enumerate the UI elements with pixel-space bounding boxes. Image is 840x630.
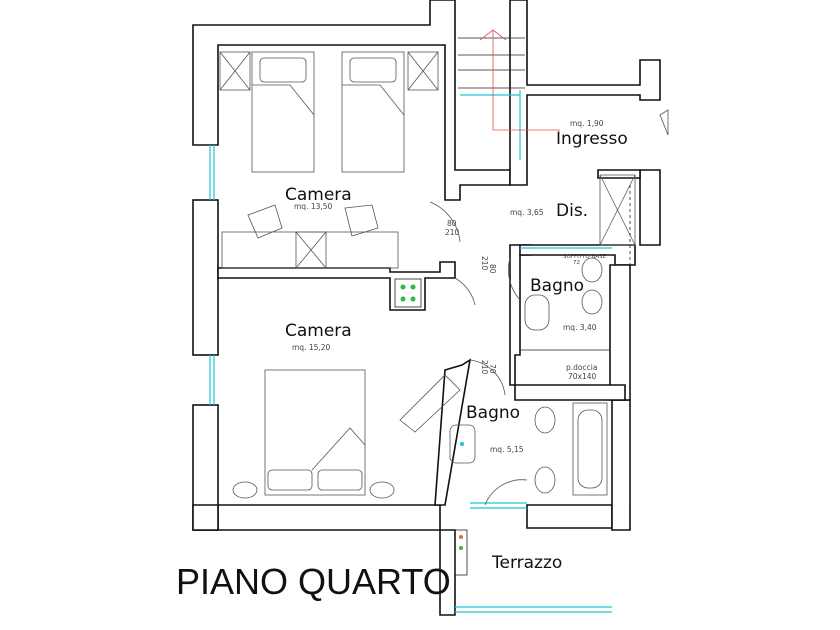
camera-bottom-furniture <box>232 277 476 499</box>
camera-bottom-name: Camera <box>285 321 352 341</box>
camera-top-name: Camera <box>285 185 352 205</box>
ingresso-area: mq. 1,90 <box>570 119 604 128</box>
terrazzo-details <box>454 529 468 576</box>
windows <box>209 90 612 613</box>
walls <box>192 0 661 616</box>
dis-name: Dis. <box>556 201 588 221</box>
bagno-left-area: mq. 5,15 <box>490 445 524 454</box>
bagno-right-area: mq. 3,40 <box>563 323 597 332</box>
bagno-left-fixtures <box>449 359 608 506</box>
bagno-left-name: Bagno <box>466 403 520 423</box>
camera-top-door-height: 210 <box>445 228 460 237</box>
staircase <box>458 29 560 131</box>
camera-top-area: mq. 13,50 <box>294 202 333 211</box>
camera-top-furniture <box>219 51 461 269</box>
right-edge <box>599 109 669 500</box>
soffit-note: SOFFITTO BASE <box>563 254 606 260</box>
ingresso-name: Ingresso <box>556 129 628 149</box>
camera-top-door-width: 80 <box>447 219 457 228</box>
bagno-right-door-width: 80 <box>488 264 497 274</box>
bagno-left-door-height: 210 <box>480 360 489 375</box>
green-cabinet <box>394 278 422 308</box>
shower-size: 70x140 <box>568 372 597 381</box>
shower-label: p.doccia <box>566 363 597 372</box>
bagno-left-door-width: 70 <box>488 364 497 374</box>
floor-title: PIANO QUARTO <box>176 561 451 602</box>
bagno-right-name: Bagno <box>530 276 584 296</box>
terrazzo-name: Terrazzo <box>491 553 562 573</box>
camera-bottom-area: mq. 15,20 <box>292 343 331 352</box>
dis-area: mq. 3,65 <box>510 208 544 217</box>
bagno-right-fixtures <box>508 257 610 351</box>
soffit-value: 72 <box>573 260 580 266</box>
bagno-right-door-height: 210 <box>480 256 489 271</box>
